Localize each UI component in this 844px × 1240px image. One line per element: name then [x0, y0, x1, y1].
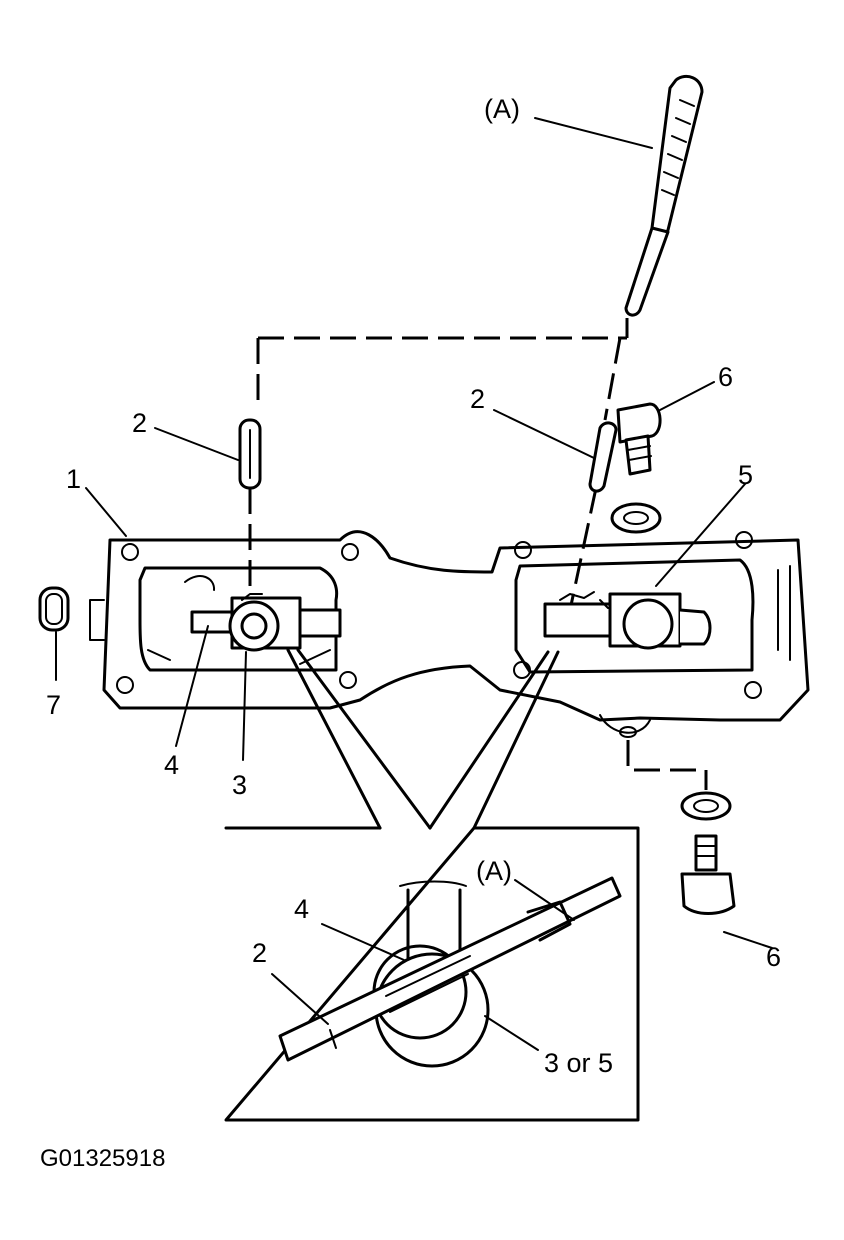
gasket-washer-lower [680, 791, 732, 821]
plug-bolt-lower [680, 834, 736, 915]
leader-lines [55, 117, 773, 1051]
alignment-guides [248, 318, 708, 790]
spring-pin-left [238, 418, 262, 490]
label-special-tool-a-inset: (A) [476, 856, 512, 886]
inset-callout-lines [286, 648, 560, 830]
label-cap-7: 7 [46, 690, 61, 720]
label-spring-pin-inset: 2 [252, 938, 267, 968]
plug-bolt-upper [616, 402, 662, 476]
label-3-or-5: 3 or 5 [544, 1048, 613, 1078]
label-shift-fork-3: 3 [232, 770, 247, 800]
figure-code: G01325918 [40, 1145, 165, 1172]
label-spring-pin-left: 2 [132, 408, 147, 438]
label-shift-fork-5: 5 [738, 460, 753, 490]
gasket-washer-upper [610, 502, 662, 534]
special-tool-a [624, 75, 704, 317]
spring-pin-right [588, 421, 618, 493]
label-shift-rod-4: 4 [164, 750, 179, 780]
label-plug-bolt-6-upper: 6 [718, 362, 733, 392]
label-special-tool-a: (A) [484, 94, 520, 124]
housing-1 [89, 530, 810, 738]
label-shift-rod-4-inset: 4 [294, 894, 309, 924]
label-spring-pin-right: 2 [470, 384, 485, 414]
label-housing-1: 1 [66, 464, 81, 494]
cap-7 [38, 586, 70, 632]
label-plug-bolt-6-lower: 6 [766, 942, 781, 972]
